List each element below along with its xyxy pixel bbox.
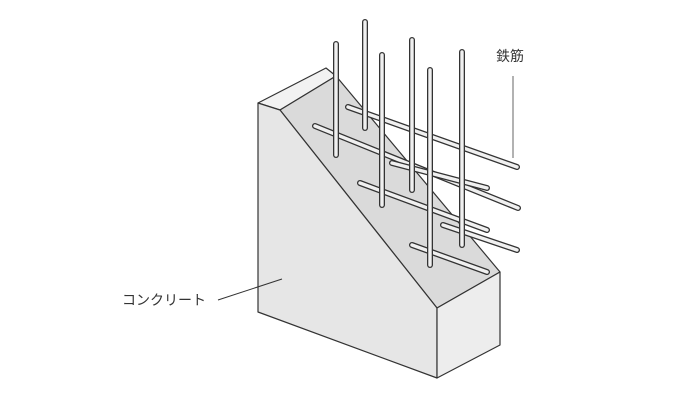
rebar-label: 鉄筋 (496, 49, 524, 65)
wall-side-face (436, 271, 501, 379)
concrete-leader-line (217, 278, 283, 301)
horizontal-rebar (390, 161, 489, 190)
horizontal-rebar (410, 243, 489, 274)
concrete-label: コンクリート (122, 293, 206, 309)
horizontal-rebar (441, 223, 519, 252)
